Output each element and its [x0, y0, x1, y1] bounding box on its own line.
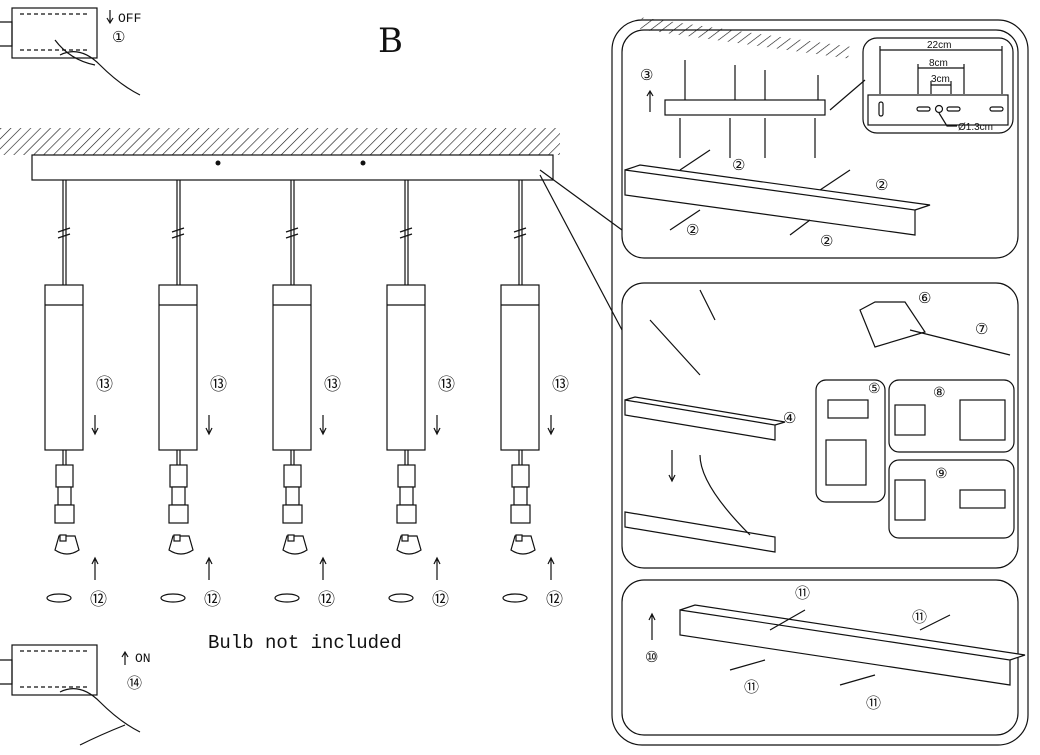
step-5: ⑤: [868, 381, 881, 397]
step-11: ⑪: [912, 608, 927, 626]
bracket-dimension-detail: [862, 37, 1014, 134]
breaker-off-illustration: OFF ①: [0, 7, 141, 96]
dim-22cm: 22cm: [927, 40, 951, 51]
step-13: ⑬: [552, 375, 569, 395]
pendants: [44, 179, 555, 603]
dim-3cm: 3cm: [931, 74, 950, 85]
pendant-2: [158, 179, 213, 603]
step-9: ⑨: [935, 466, 948, 482]
dim-8cm: 8cm: [929, 58, 948, 69]
pendant-4: [386, 179, 441, 603]
step-1: ①: [112, 28, 125, 46]
pendant-5: [500, 179, 555, 603]
arrow-up-icon: [121, 650, 129, 665]
step-8: ⑧: [933, 385, 946, 401]
step-2: ②: [686, 221, 699, 239]
step-11: ⑪: [744, 678, 759, 696]
step-11: ⑪: [866, 694, 881, 712]
arrow-down-icon: [106, 10, 114, 25]
step-12: ⑫: [318, 590, 335, 610]
panel-wiring: ④ ⑤ ⑥ ⑦ ⑧ ⑨: [621, 282, 1019, 569]
step-12: ⑫: [204, 590, 221, 610]
pendant-1: [44, 179, 99, 603]
step-3: ③: [640, 66, 653, 84]
step-13: ⑬: [324, 375, 341, 395]
step-12: ⑫: [90, 590, 107, 610]
panel-mounting: ③ ② ② ② ② 22cm 8cm 3cm Ø1.3cm: [621, 17, 1019, 259]
step-14: ⑭: [127, 674, 142, 692]
step-13: ⑬: [210, 375, 227, 395]
bulb-note: Bulb not included: [208, 632, 402, 654]
steps-frame: [611, 19, 1029, 746]
section-title: B: [378, 21, 403, 61]
step-7: ⑦: [975, 320, 988, 338]
ceiling: [0, 128, 560, 155]
step-2: ②: [820, 232, 833, 250]
off-label: OFF: [118, 11, 141, 26]
step-2: ②: [875, 176, 888, 194]
pendant-3: [272, 179, 327, 603]
dim-hole: Ø1.3cm: [958, 122, 993, 133]
step-6: ⑥: [918, 289, 931, 307]
on-label: ON: [135, 651, 151, 666]
panel-fix: ⑩ ⑪ ⑪ ⑪ ⑪: [621, 579, 1026, 736]
step-12: ⑫: [432, 590, 449, 610]
step-11: ⑪: [795, 584, 810, 602]
step-2: ②: [732, 156, 745, 174]
canopy: [31, 154, 554, 181]
step-12: ⑫: [546, 590, 563, 610]
breaker-on-illustration: ON ⑭: [0, 644, 151, 746]
step-13: ⑬: [438, 375, 455, 395]
step-10: ⑩: [645, 648, 658, 666]
step-4: ④: [783, 409, 796, 427]
step-13: ⑬: [96, 375, 113, 395]
